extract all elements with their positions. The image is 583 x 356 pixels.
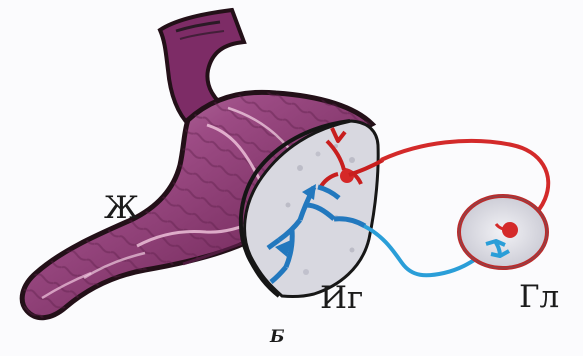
ganglion bbox=[459, 196, 547, 268]
intramural-ganglion-label: Иг bbox=[320, 283, 363, 314]
stomach-label: Ж bbox=[104, 193, 139, 224]
panel-label: Б bbox=[270, 329, 285, 346]
ganglion-label: Гл bbox=[519, 282, 559, 313]
